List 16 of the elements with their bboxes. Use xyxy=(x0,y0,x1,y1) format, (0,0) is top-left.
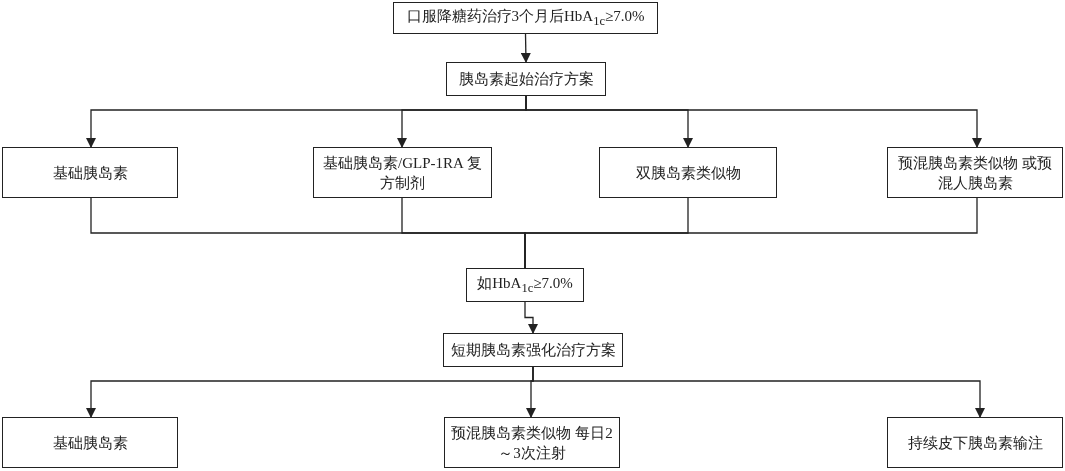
arrow xyxy=(520,33,531,63)
arrow xyxy=(525,95,982,148)
process-box: 基础胰岛素/GLP-1RA 复方制剂 xyxy=(313,147,492,198)
condition-box: 如HbA$_{1c}$≥7.0% xyxy=(466,268,584,302)
process-box: 胰岛素起始治疗方案 xyxy=(446,62,606,96)
process-box: 双胰岛素类似物 xyxy=(599,147,777,198)
process-box: 短期胰岛素强化治疗方案 xyxy=(443,333,623,367)
process-box: 预混胰岛素类似物 每日2～3次注射 xyxy=(444,417,620,468)
process-box: 基础胰岛素 xyxy=(2,417,178,468)
process-box: 持续皮下胰岛素输注 xyxy=(887,417,1063,468)
connector-line xyxy=(524,197,978,269)
process-box: 基础胰岛素 xyxy=(2,147,178,198)
arrow xyxy=(524,301,538,334)
process-box: 预混胰岛素类似物 或预混人胰岛素 xyxy=(887,147,1063,198)
arrow xyxy=(532,366,985,418)
condition-box: 口服降糖药治疗3个月后HbA$_{1c}$≥7.0% xyxy=(393,2,658,34)
